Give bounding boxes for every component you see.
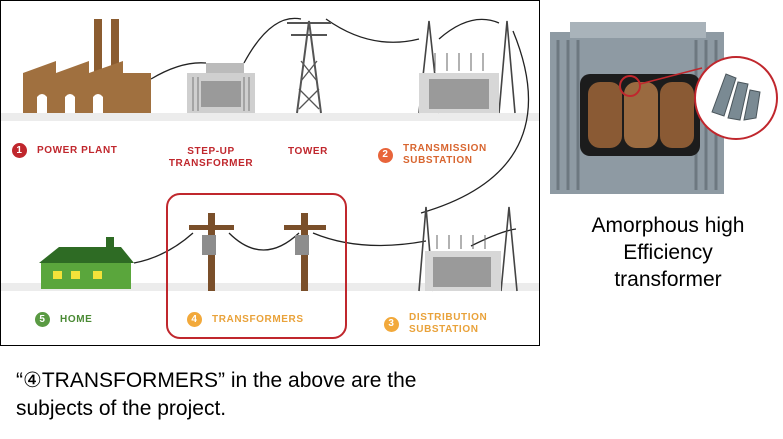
distribution-substation-icon <box>418 206 518 292</box>
project-subject-caption: “④TRANSFORMERS” in the above are the sub… <box>16 369 417 420</box>
label-text: HOME <box>60 313 93 325</box>
transformers-highlight-box <box>166 193 347 339</box>
number-badge: 4 <box>187 312 202 327</box>
step-up-transformer-icon <box>187 63 255 113</box>
amorphous-transformer-caption: Amorphous high Efficiency transformer <box>591 214 745 291</box>
amorphous-transformer-photo <box>550 22 778 194</box>
tower-icon <box>287 20 331 114</box>
grid-diagram: 1 POWER PLANT STEP-UP TRANSFORMER TOWER … <box>0 0 540 346</box>
transformers-label: 4 TRANSFORMERS <box>187 312 304 327</box>
number-badge: 1 <box>12 143 27 158</box>
top-ground-strip <box>1 113 539 121</box>
number-badge: 5 <box>35 312 50 327</box>
home-icon <box>39 237 134 289</box>
tower-label: TOWER <box>287 146 329 157</box>
transmission-substation-icon <box>418 20 516 114</box>
bottom-ground-strip <box>1 283 539 291</box>
power-plant-icon <box>23 19 151 113</box>
diagram-illustration <box>1 17 539 292</box>
label-text: POWER PLANT <box>37 144 118 156</box>
number-badge: 3 <box>384 316 399 332</box>
pole-transformer-icons <box>189 213 326 291</box>
number-badge: 2 <box>378 147 393 163</box>
label-text: TRANSMISSION SUBSTATION <box>403 143 487 166</box>
step-up-transformer-label: STEP-UP TRANSFORMER <box>168 146 254 169</box>
home-label: 5 HOME <box>35 312 92 327</box>
power-lines <box>133 17 530 264</box>
label-text: TRANSFORMERS <box>212 313 304 325</box>
power-plant-label: 1 POWER PLANT <box>12 143 118 158</box>
distribution-substation-label: 3 DISTRIBUTION SUBSTATION <box>384 312 487 336</box>
transmission-substation-label: 2 TRANSMISSION SUBSTATION <box>378 143 487 167</box>
label-text: DISTRIBUTION SUBSTATION <box>409 312 488 335</box>
